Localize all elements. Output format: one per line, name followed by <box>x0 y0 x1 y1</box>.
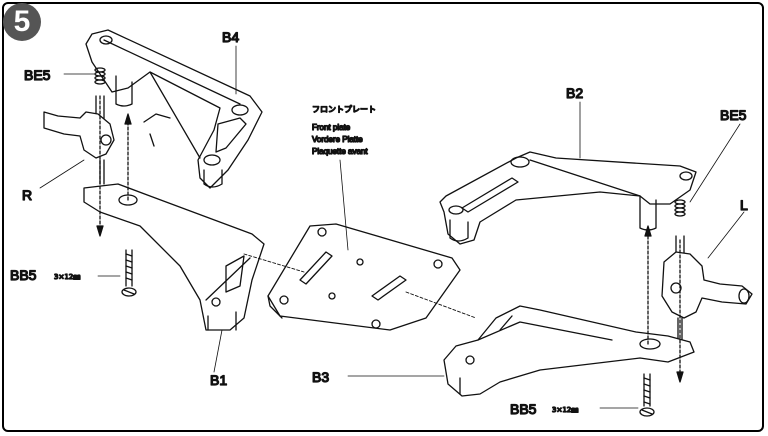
label-bb5-right-size: 3×12㎜ <box>552 406 578 414</box>
part-b2-upper-arm <box>439 151 697 245</box>
label-bb5-right: BB5 <box>510 401 537 417</box>
part-bb5-screw-left <box>121 249 137 297</box>
guide-lines-right <box>647 231 681 377</box>
label-b3: B3 <box>312 369 329 385</box>
part-b4-upper-arm <box>85 29 263 189</box>
part-front-plate <box>267 223 461 331</box>
label-be5-left: BE5 <box>24 67 51 83</box>
label-be5-right: BE5 <box>720 107 747 123</box>
part-b3-lower-arm <box>443 305 695 397</box>
leader-lines-left <box>39 45 237 373</box>
arrow-up-right <box>644 225 652 237</box>
label-b1: B1 <box>210 372 227 388</box>
arrow-up-left <box>124 113 132 125</box>
label-l: L <box>740 197 748 213</box>
label-front-plate-en: Front plate <box>312 123 351 132</box>
label-front-plate-fr: Plaquette avant <box>312 147 368 156</box>
part-l-knuckle <box>661 251 753 341</box>
label-front-plate-de: Vordere Platte <box>312 135 363 144</box>
label-b4: B4 <box>222 29 239 45</box>
part-r-knuckle <box>43 111 171 185</box>
guide-lines-left <box>99 95 129 231</box>
part-b1-lower-arm <box>83 183 265 331</box>
arrow-down-left <box>96 225 104 237</box>
label-front-plate-jp: フロントプレート <box>312 105 376 114</box>
leader-front-plate <box>339 159 349 251</box>
label-r: R <box>22 187 32 203</box>
label-bb5-left: BB5 <box>10 267 37 283</box>
leader-lines-right <box>347 101 745 409</box>
part-bb5-screw-right <box>639 373 655 417</box>
dashed-connectors-plate <box>243 253 477 319</box>
step-number-badge: 5 <box>3 3 41 41</box>
label-b2: B2 <box>566 85 583 101</box>
part-be5-spring-right <box>674 199 686 259</box>
label-bb5-left-size: 3×12㎜ <box>54 273 80 281</box>
arrow-down-right <box>676 371 684 383</box>
